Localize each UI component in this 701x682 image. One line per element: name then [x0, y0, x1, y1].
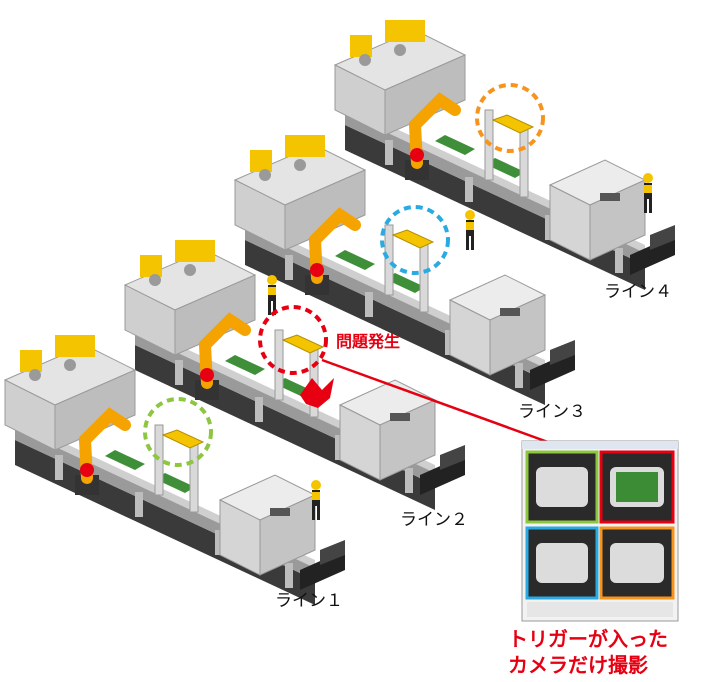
- label-problem: 問題発生: [336, 332, 400, 351]
- caption: トリガーが入った カメラだけ撮影: [508, 626, 668, 678]
- label-line-3: ライン３: [518, 402, 586, 422]
- camera-ring-line3: [380, 205, 450, 275]
- label-line-4: ライン４: [604, 282, 672, 302]
- worker-icon: [267, 275, 277, 315]
- alert-chip-icon: [300, 378, 334, 408]
- camera-monitor-window: [521, 440, 679, 622]
- camera-ring-line4: [475, 83, 545, 153]
- camera-ring-line1: [143, 397, 213, 467]
- camera-ring-line2: [258, 305, 328, 375]
- caption-line-1: トリガーが入った: [508, 627, 668, 651]
- worker-icon: [643, 173, 653, 213]
- worker-icon: [311, 480, 321, 520]
- label-line-2: ライン２: [400, 510, 468, 530]
- worker-icon: [465, 210, 475, 250]
- label-line-1: ライン１: [275, 591, 343, 611]
- caption-line-2: カメラだけ撮影: [508, 653, 648, 677]
